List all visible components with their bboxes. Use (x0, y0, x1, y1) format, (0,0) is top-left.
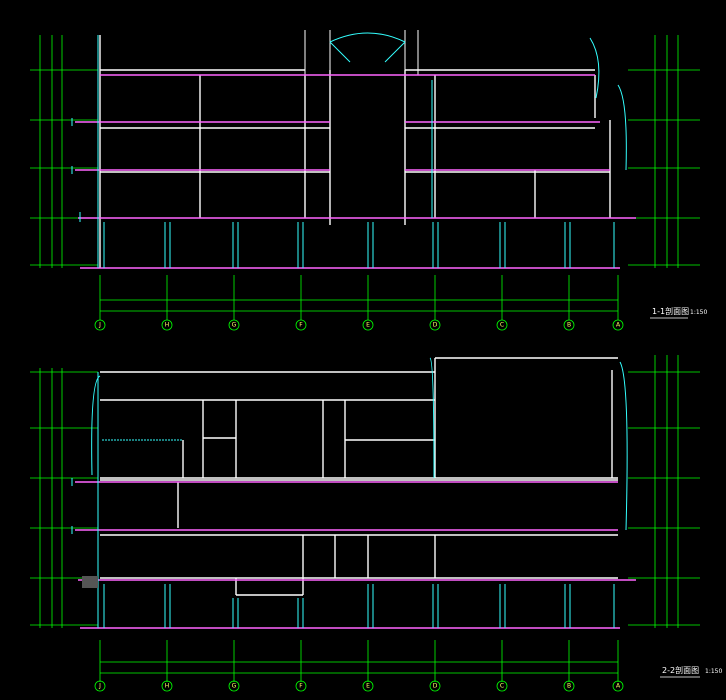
axis-bubbles-2-2: J H G F E D C B A (94, 680, 624, 692)
axis-label: C (500, 683, 504, 690)
floor-slabs-2-2 (75, 481, 636, 629)
bottom-dimensions-1-1 (99, 275, 619, 320)
axis-label: D (433, 322, 438, 329)
axis-label: J (98, 683, 101, 690)
section-1-1: J H G F E D C B A 1-1剖面图 1:150 (30, 30, 707, 331)
axis-bubble: B (563, 319, 575, 331)
axis-bubble: A (612, 680, 624, 692)
axis-bubble: G (228, 680, 240, 692)
axis-bubble: E (362, 680, 374, 692)
axis-label: E (366, 683, 370, 690)
axis-label: G (232, 683, 237, 690)
axis-label: H (165, 683, 170, 690)
axis-bubble: G (228, 319, 240, 331)
section-scale: 1:150 (690, 309, 707, 316)
axis-label: H (165, 322, 170, 329)
axis-bubble: H (161, 680, 173, 692)
section-title-1-1: 1-1剖面图 1:150 (650, 306, 707, 319)
section-title: 2-2剖面图 (662, 665, 699, 675)
axis-label: G (232, 322, 237, 329)
axis-bubble: E (362, 319, 374, 331)
axis-label: B (567, 322, 571, 329)
right-dimension-lines-2 (628, 355, 700, 628)
section-2-2: J H G F E D C B A 2-2剖面图 1:150 (30, 355, 722, 692)
stair-hatch (82, 576, 98, 588)
walls-2-2 (100, 357, 618, 596)
axis-label: J (98, 322, 101, 329)
axis-label: A (616, 322, 621, 329)
axis-bubble: B (563, 680, 575, 692)
columns-1-1 (71, 35, 627, 268)
section-scale: 1:150 (705, 668, 722, 675)
axis-label: F (299, 683, 303, 690)
axis-bubble: A (612, 319, 624, 331)
axis-bubble: F (295, 319, 307, 331)
axis-label: A (616, 683, 621, 690)
axis-label: B (567, 683, 571, 690)
axis-bubble: F (295, 680, 307, 692)
axis-label: C (500, 322, 504, 329)
axis-label: F (299, 322, 303, 329)
axis-bubble: C (496, 680, 508, 692)
axis-bubble: D (429, 680, 441, 692)
axis-bubbles-1-1: J H G F E D C B A (94, 319, 624, 331)
right-dimension-lines (628, 35, 700, 268)
axis-bubble: J (94, 680, 106, 692)
walls-1-1 (99, 35, 611, 268)
axis-label: E (366, 322, 370, 329)
left-dimension-lines (30, 35, 98, 268)
left-dimension-lines-2 (30, 368, 98, 628)
axis-bubble: C (496, 319, 508, 331)
axis-bubble: J (94, 319, 106, 331)
axis-label: D (433, 683, 438, 690)
bottom-dimensions-2-2 (99, 640, 619, 682)
axis-bubble: H (161, 319, 173, 331)
section-title-2-2: 2-2剖面图 1:150 (660, 665, 722, 678)
section-title: 1-1剖面图 (652, 306, 689, 316)
columns-2-2 (71, 357, 628, 628)
axis-bubble: D (429, 319, 441, 331)
stair-tower-1-1 (304, 30, 419, 75)
